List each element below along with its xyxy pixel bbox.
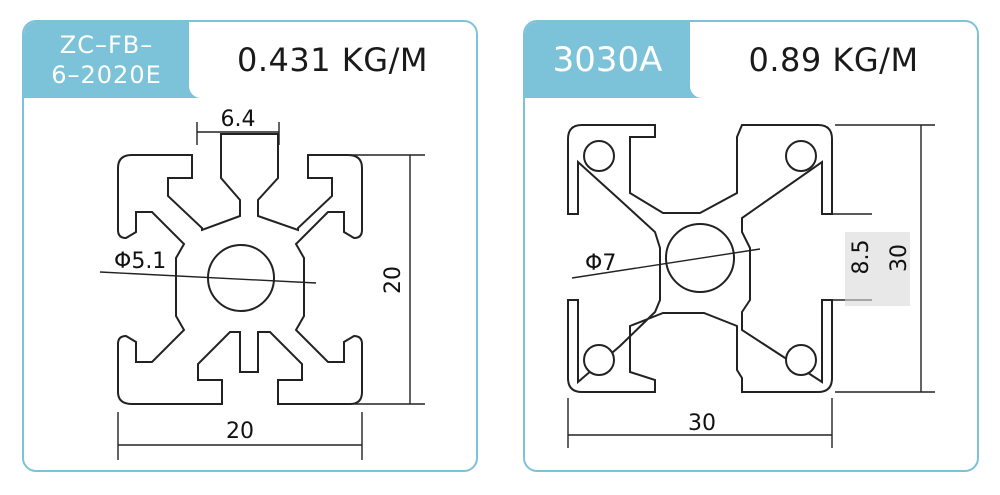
profile-3030-drawing: Φ7 8.5 30 30 xyxy=(567,124,935,448)
model-line: 3030A xyxy=(552,40,663,80)
profile-2020-drawing: 6.4 Φ5.1 20 20 xyxy=(99,107,425,460)
qr-watermark xyxy=(845,232,910,306)
model-label: ZC–FB– 6–2020E xyxy=(24,22,189,98)
dim-width-label: 30 xyxy=(688,411,716,436)
corner-hole-tl xyxy=(583,140,615,172)
weight-label: 0.89 KG/M xyxy=(690,22,977,98)
profile-card-2020: ZC–FB– 6–2020E 0.431 KG/M xyxy=(22,20,478,472)
dim-height-label: 30 xyxy=(887,244,912,272)
corner-hole-bl xyxy=(583,344,615,376)
dim-height-label: 20 xyxy=(381,266,406,294)
corner-hole-br xyxy=(785,344,817,376)
dim-hole-label: Φ5.1 xyxy=(114,249,166,274)
model-line-2: 6–2020E xyxy=(51,61,162,89)
dim-hole-label: Φ7 xyxy=(585,251,616,276)
dim-line-hole xyxy=(571,248,761,279)
dim-line-hole xyxy=(99,271,317,284)
model-line-1: ZC–FB– xyxy=(59,31,154,59)
corner-hole-tr xyxy=(785,140,817,172)
weight-label: 0.431 KG/M xyxy=(189,22,476,98)
model-label: 3030A xyxy=(525,22,690,98)
dim-slot-label: 6.4 xyxy=(221,107,256,132)
dim-slot-label: 8.5 xyxy=(849,240,874,275)
dim-width-label: 20 xyxy=(226,419,254,444)
